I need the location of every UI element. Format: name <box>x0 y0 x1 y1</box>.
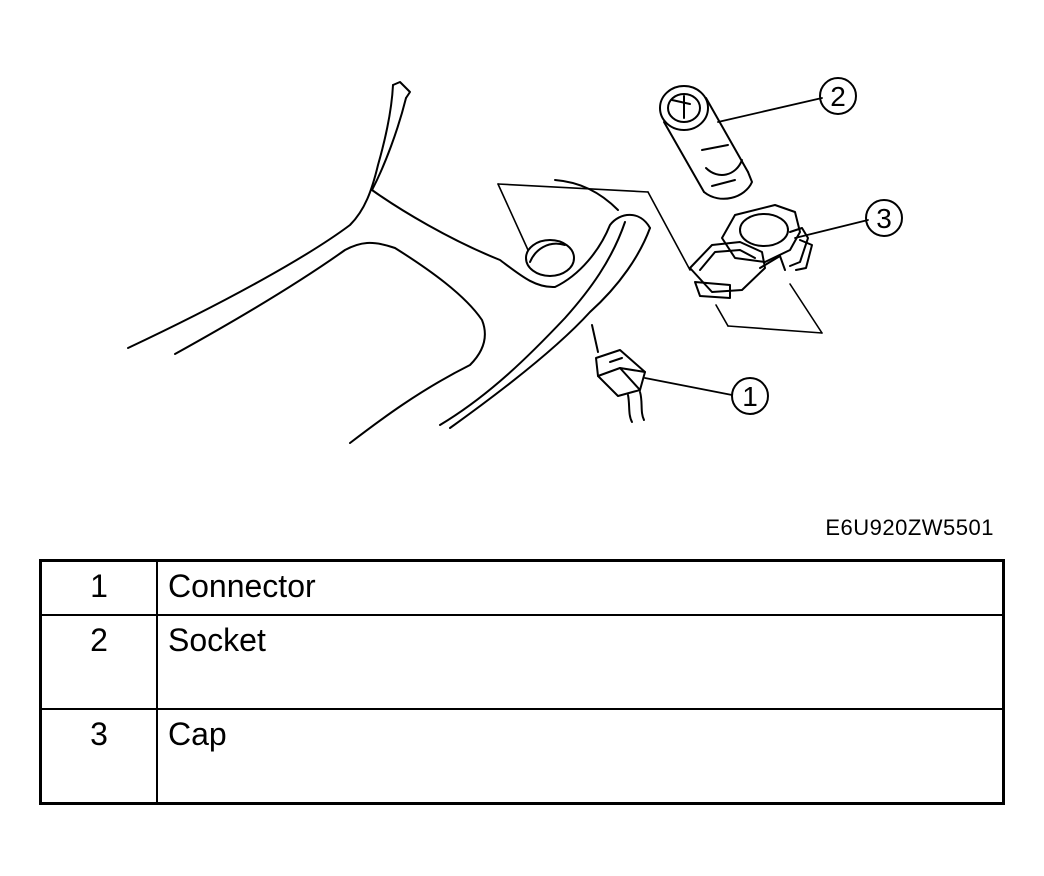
callout-1: 1 <box>731 377 769 415</box>
exploded-view-illustration: 2 3 1 <box>127 77 903 444</box>
part-name: Connector <box>156 559 1005 616</box>
socket-hole <box>525 239 575 277</box>
trim-panel <box>127 81 651 444</box>
table-row: 1 Connector <box>39 559 1005 616</box>
part-name: Socket <box>156 614 1005 710</box>
cap <box>689 204 813 299</box>
guide-lines <box>497 183 823 334</box>
parts-table: 1 Connector 2 Socket 3 Cap <box>39 559 1005 805</box>
callout-2-label: 2 <box>830 81 846 112</box>
part-number: 3 <box>39 708 158 805</box>
figure-code: E6U920ZW5501 <box>825 515 994 540</box>
table-row: 3 Cap <box>39 708 1005 805</box>
callout-3-label: 3 <box>876 203 892 234</box>
callout-1-label: 1 <box>742 381 758 412</box>
connector <box>591 324 646 423</box>
callout-3: 3 <box>865 199 903 237</box>
leader-lines <box>644 97 869 396</box>
part-number: 2 <box>39 614 158 710</box>
socket <box>659 85 753 200</box>
part-number: 1 <box>39 559 158 616</box>
part-name: Cap <box>156 708 1005 805</box>
table-row: 2 Socket <box>39 614 1005 710</box>
callout-2: 2 <box>819 77 857 115</box>
